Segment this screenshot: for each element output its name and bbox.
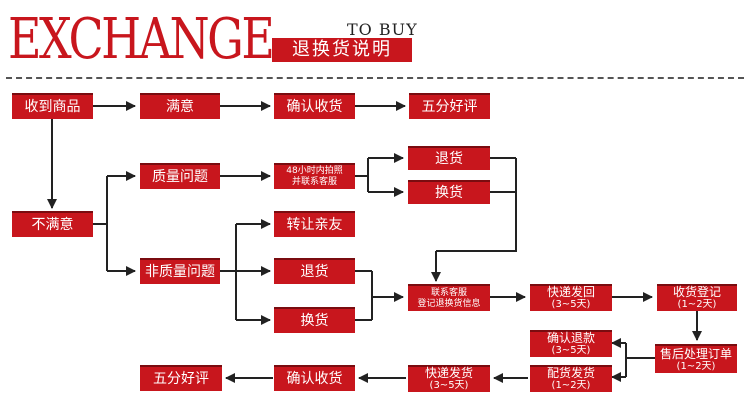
node-confirm-refund: 确认退款 (3~5天) <box>530 330 612 357</box>
node-exchange-1: 换货 <box>408 180 490 204</box>
node-five-star-2: 五分好评 <box>140 365 222 391</box>
node-receive-register: 收货登记 (1~2天) <box>657 284 737 311</box>
page-title: EXCHANGE <box>8 7 275 72</box>
node-five-star-1: 五分好评 <box>409 93 490 119</box>
node-reship: 配货发货 (1~2天) <box>530 365 612 392</box>
node-quality-issue: 质量问题 <box>140 163 220 189</box>
node-confirm-receipt-2: 确认收货 <box>274 365 355 391</box>
node-satisfied: 满意 <box>140 93 220 119</box>
subtitle-chinese: 退换货说明 <box>272 38 412 62</box>
node-photo-contact: 48小时内拍照 并联系客服 <box>274 163 355 189</box>
node-return-1: 退货 <box>408 146 490 170</box>
node-not-satisfied: 不满意 <box>12 211 93 237</box>
node-ship-back: 快递发回 (3~5天) <box>530 284 612 311</box>
node-return-2: 退货 <box>274 258 355 284</box>
node-non-quality-issue: 非质量问题 <box>140 258 220 284</box>
node-confirm-receipt-1: 确认收货 <box>274 93 355 119</box>
node-gift-friend: 转让亲友 <box>274 211 355 237</box>
dashed-divider <box>6 77 744 79</box>
node-receive-goods: 收到商品 <box>12 93 93 119</box>
node-after-sales: 售后处理订单 (1~2天) <box>655 344 737 373</box>
node-express-ship: 快递发货 (3~5天) <box>408 365 490 392</box>
node-contact-register: 联系客服 登记退换货信息 <box>408 284 490 311</box>
connector-merge-down <box>436 158 517 252</box>
subtitle-english: TO BUY <box>347 20 418 39</box>
node-exchange-2: 换货 <box>274 307 355 333</box>
